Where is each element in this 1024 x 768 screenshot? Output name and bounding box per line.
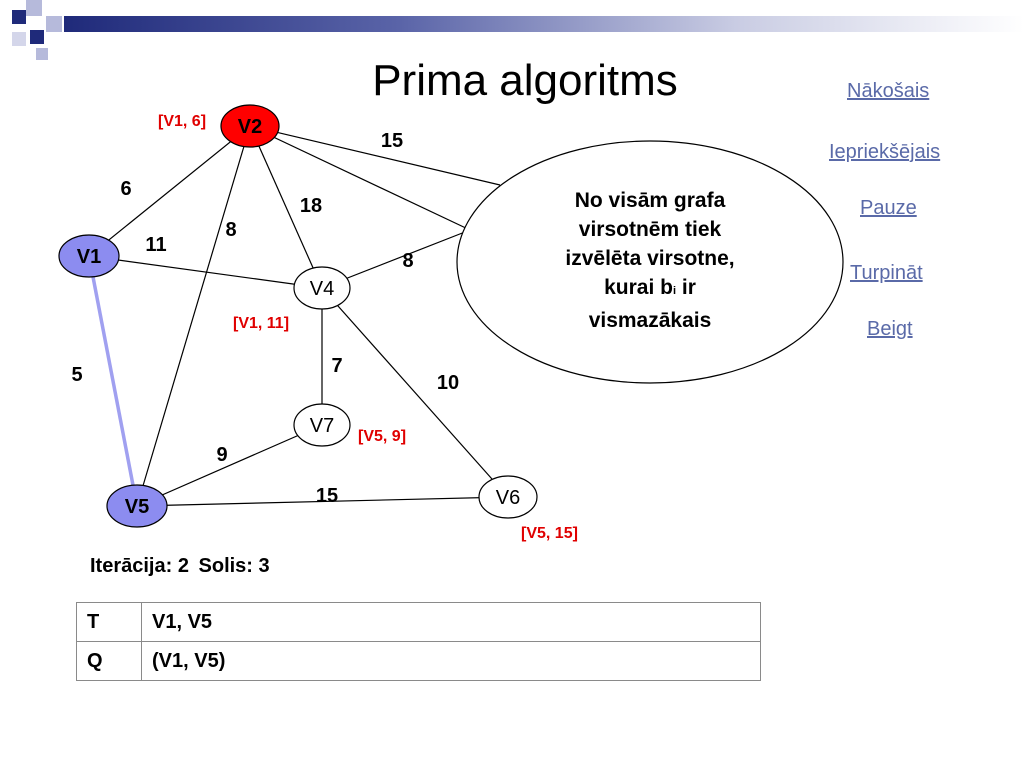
weight-v2-v4: 18 [300, 195, 322, 217]
node-v7-label: V7 [310, 415, 334, 437]
bubble-line: virsotnēm tiek [578, 218, 722, 241]
header-square-light [26, 0, 42, 16]
iteration-status: Iterācija: 2 Solis: 3 [90, 555, 274, 578]
node-v6-label: V6 [496, 487, 520, 509]
edge-v2-v4 [249, 125, 323, 289]
next-link[interactable]: Nākošais [847, 80, 930, 102]
weight-v4-v6: 10 [437, 372, 459, 394]
tag-v6: [V5, 15] [521, 525, 578, 542]
weight-v1-v5: 5 [71, 364, 82, 386]
header-square-light [36, 48, 48, 60]
node-v6: V6 [478, 475, 538, 519]
bubble-line-part: ir [676, 276, 696, 299]
info-bubble [456, 140, 844, 384]
header-square-light [46, 16, 62, 32]
weight-v1-v2: 6 [120, 178, 131, 200]
pause-link[interactable]: Pauze [860, 197, 917, 219]
bubble-line: izvēlēta virsotne, [565, 247, 735, 270]
edge-v1-v2 [88, 125, 251, 257]
bubble-subscript: i [672, 285, 677, 297]
node-v4-label: V4 [310, 278, 334, 300]
header-square-dark [12, 10, 26, 24]
tag-v2: [V1, 6] [158, 113, 206, 130]
weight-v1-v4: 11 [145, 234, 166, 256]
bubble-line: No visām grafa [574, 189, 726, 212]
edge-v2-right-lower [249, 125, 471, 231]
node-v2: V2 [220, 104, 280, 148]
bubble-line: vismazākais [588, 309, 712, 332]
table-value-cell: (V1, V5) [141, 641, 761, 681]
edge-v7-v5 [136, 424, 323, 507]
edge-v1-v4 [88, 255, 323, 289]
weight-v2-right: 15 [381, 130, 403, 152]
end-link[interactable]: Beigt [867, 318, 913, 340]
bubble-line: kurai bi ir [506, 273, 794, 306]
node-v4: V4 [293, 266, 351, 310]
weight-v2-v5: 8 [225, 219, 236, 241]
node-v2-label: V2 [238, 116, 262, 138]
weight-v4-right: 8 [402, 250, 413, 272]
step-label: Solis: 3 [198, 555, 270, 577]
info-bubble-text: No visām grafa virsotnēm tiek izvēlēta v… [506, 186, 794, 335]
previous-link[interactable]: Iepriekšējais [829, 141, 941, 163]
tq-table: T V1, V5 Q (V1, V5) [76, 602, 761, 681]
edge-v2-right-upper [249, 125, 501, 186]
node-v1-label: V1 [77, 246, 101, 268]
weight-v4-v7: 7 [331, 355, 342, 377]
node-v5: V5 [106, 484, 168, 528]
node-v1: V1 [58, 234, 120, 278]
edge-v5-v6 [136, 496, 509, 507]
table-key-cell: Q [76, 641, 142, 681]
tree-edge-v1-v5 [87, 255, 139, 507]
header-gradient-band [64, 16, 1024, 32]
node-v5-label: V5 [125, 496, 149, 518]
bubble-line-part: kurai b [604, 276, 673, 299]
iteration-label: Iterācija: 2 [90, 555, 189, 577]
table-value-cell: V1, V5 [141, 602, 761, 642]
edge-v2-v5 [136, 125, 251, 507]
edge-v4-v6 [321, 287, 509, 498]
header-square-light [12, 32, 26, 46]
table-key-cell: T [76, 602, 142, 642]
table-row: Q (V1, V5) [76, 641, 761, 681]
table-row: T V1, V5 [76, 602, 761, 642]
header-square-dark [30, 30, 44, 44]
weight-v7-v5: 9 [216, 444, 227, 466]
node-v7: V7 [293, 403, 351, 447]
resume-link[interactable]: Turpināt [850, 262, 923, 284]
tag-v7: [V5, 9] [358, 428, 406, 445]
page-title: Prima algoritms [372, 56, 678, 105]
tag-v4: [V1, 11] [233, 315, 289, 332]
weight-v5-v6: 15 [316, 485, 338, 507]
